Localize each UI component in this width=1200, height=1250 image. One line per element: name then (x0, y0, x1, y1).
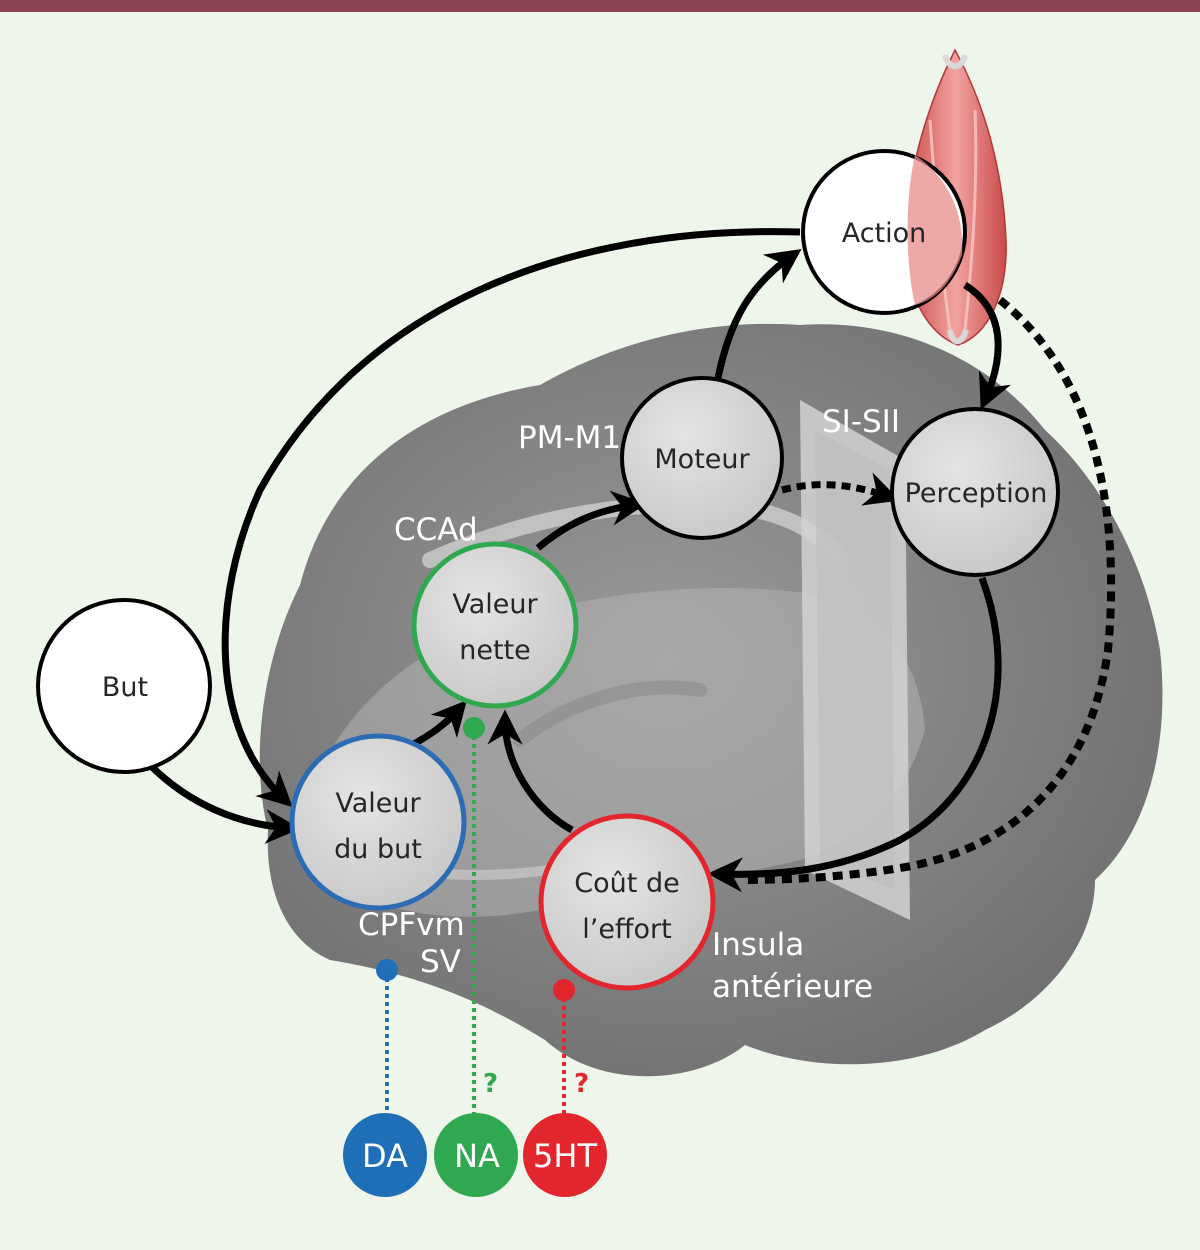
action-label: Action (842, 218, 927, 249)
da-dot (376, 959, 398, 981)
transmitter-na: NA (434, 1113, 518, 1197)
node-cout-effort: Coût de l’effort (538, 813, 716, 991)
arrow-moteur-to-action (714, 248, 802, 379)
node-action: Action (801, 149, 967, 315)
region-label-ccad: CCAd (394, 512, 478, 548)
transmitter-5ht: 5HT (523, 1113, 607, 1197)
transmitter-da: DA (343, 1113, 427, 1197)
node-valeur-nette: Valeur nette (411, 541, 579, 709)
node-but: But (36, 598, 212, 774)
region-label-insula-line1: Insula (712, 927, 804, 963)
na-question-mark: ? (483, 1069, 498, 1099)
arrow-but-to-valeur-but (147, 762, 301, 844)
na-dot (463, 717, 485, 739)
region-label-sv: SV (420, 944, 461, 980)
arrow-perception-to-cout (707, 576, 1002, 893)
valeur-nette-line2: nette (459, 635, 531, 666)
node-valeur-but: Valeur du but (289, 733, 467, 911)
valeur-nette-line1: Valeur (452, 589, 538, 620)
region-label-insula-line2: antérieure (712, 969, 873, 1005)
cout-effort-line2: l’effort (582, 914, 672, 945)
cout-effort-line1: Coût de (574, 868, 679, 899)
transmitter-na-label: NA (454, 1137, 500, 1175)
region-label-pm-m1: PM-M1 (518, 420, 621, 456)
modulator-lines (376, 717, 575, 1115)
perception-label: Perception (905, 478, 1048, 509)
arrow-action-to-valeur-but (221, 228, 801, 808)
valeur-but-line1: Valeur (335, 788, 421, 819)
valeur-but-line2: du but (334, 834, 422, 865)
5ht-question-mark: ? (574, 1069, 589, 1099)
region-label-cpfvm: CPFvm (358, 907, 465, 943)
arrow-action-to-cout-dotted (744, 296, 1116, 884)
5ht-dot (553, 979, 575, 1001)
region-label-si-sii: SI-SII (822, 404, 900, 440)
arrow-valeur-nette-to-moteur (535, 490, 647, 551)
node-perception: Perception (890, 407, 1060, 577)
header-bar (0, 0, 1200, 12)
arrow-cout-to-valeur-nette (487, 709, 574, 834)
but-label: But (102, 672, 148, 703)
node-moteur: Moteur (620, 376, 784, 540)
transmitter-da-label: DA (362, 1137, 408, 1175)
arrow-moteur-to-perception (781, 472, 900, 506)
transmitter-5ht-label: 5HT (533, 1137, 597, 1175)
moteur-label: Moteur (654, 444, 750, 475)
arrow-action-to-perception (963, 282, 1011, 410)
